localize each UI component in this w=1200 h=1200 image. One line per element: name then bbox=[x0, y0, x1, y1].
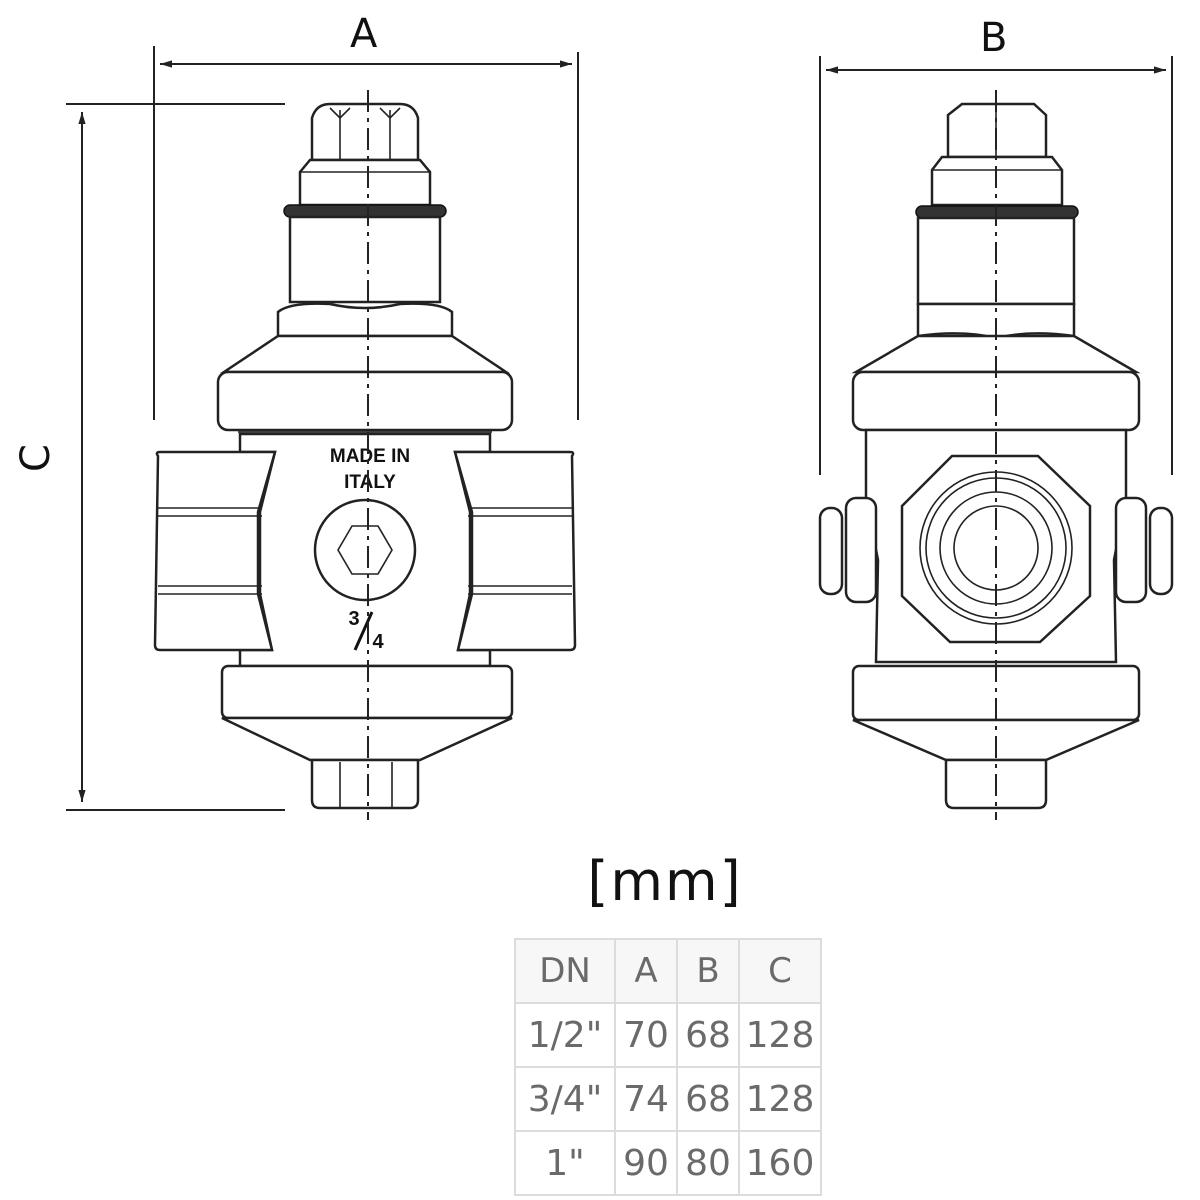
table-row: 1" 90 80 160 bbox=[514, 1130, 822, 1196]
header-c: C bbox=[738, 938, 822, 1004]
units-label: [mm] bbox=[587, 850, 743, 913]
table-row: 1/2" 70 68 128 bbox=[514, 1002, 822, 1068]
table-row: 3/4" 74 68 128 bbox=[514, 1066, 822, 1132]
header-a: A bbox=[614, 938, 678, 1004]
dimension-label-c: C bbox=[12, 444, 59, 472]
cell-a: 74 bbox=[614, 1066, 678, 1132]
cell-c: 128 bbox=[738, 1002, 822, 1068]
dimensions-table: DN A B C 1/2" 70 68 128 3/4" 74 68 128 1… bbox=[514, 938, 822, 1196]
cell-b: 68 bbox=[676, 1002, 740, 1068]
svg-text:4: 4 bbox=[372, 631, 384, 653]
dimension-label-a: A bbox=[350, 11, 378, 57]
cell-c: 128 bbox=[738, 1066, 822, 1132]
header-b: B bbox=[676, 938, 740, 1004]
svg-text:MADE IN: MADE IN bbox=[330, 446, 410, 467]
dimension-label-b: B bbox=[980, 15, 1008, 61]
cell-b: 68 bbox=[676, 1066, 740, 1132]
front-view: MADE IN ITALY 3 4 bbox=[66, 46, 579, 820]
cell-dn: 1/2" bbox=[514, 1002, 616, 1068]
cell-a: 90 bbox=[614, 1130, 678, 1196]
side-view bbox=[818, 56, 1174, 820]
cell-b: 80 bbox=[676, 1130, 740, 1196]
svg-text:3: 3 bbox=[348, 608, 359, 630]
cell-dn: 3/4" bbox=[514, 1066, 616, 1132]
svg-text:ITALY: ITALY bbox=[344, 472, 396, 493]
cell-a: 70 bbox=[614, 1002, 678, 1068]
header-dn: DN bbox=[514, 938, 616, 1004]
technical-drawing: MADE IN ITALY 3 4 bbox=[66, 46, 1174, 820]
cell-c: 160 bbox=[738, 1130, 822, 1196]
table-header-row: DN A B C bbox=[514, 938, 822, 1004]
cell-dn: 1" bbox=[514, 1130, 616, 1196]
